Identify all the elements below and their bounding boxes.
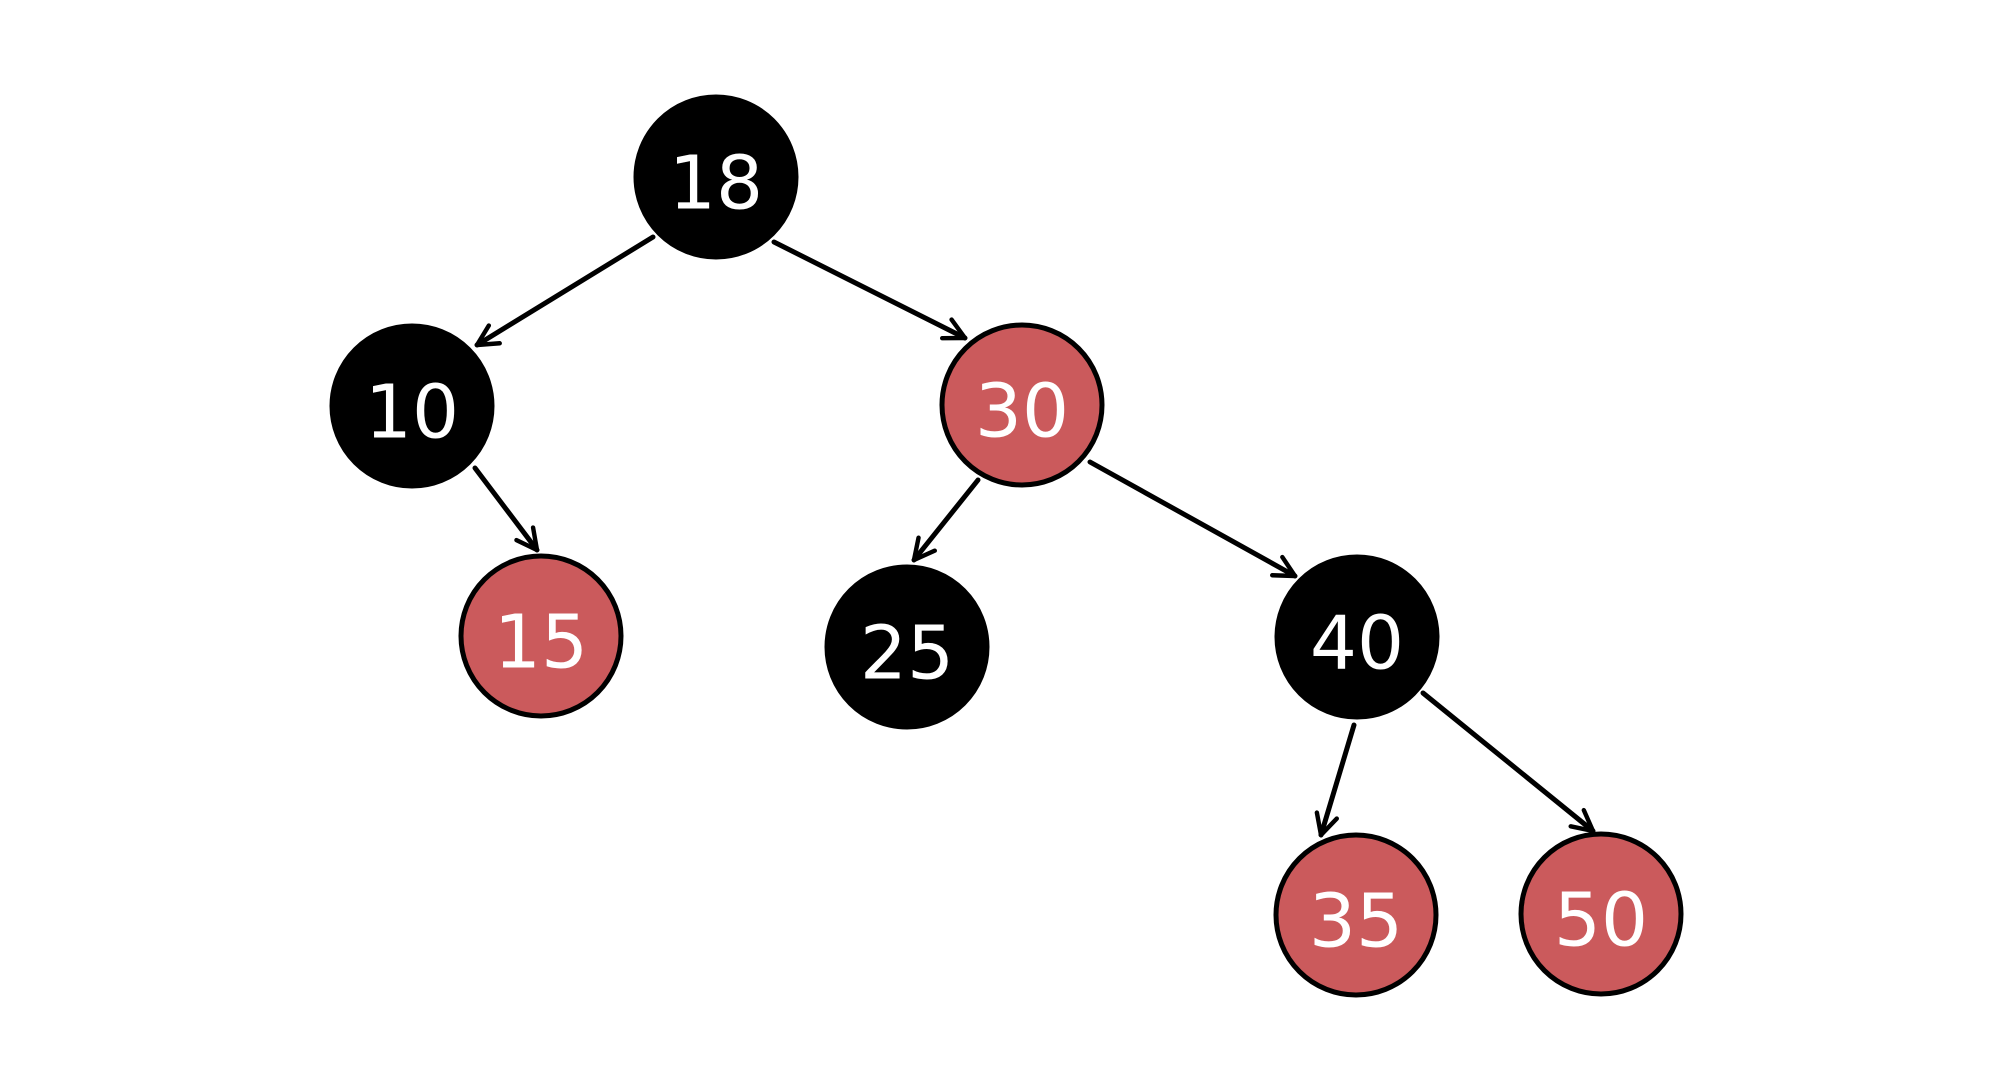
edge-40-to-50 [1420, 690, 1596, 834]
node-25-circle [824, 564, 990, 730]
node-40-circle [1274, 554, 1440, 720]
node-18-circle [633, 94, 799, 260]
tree-node-25: 25 [824, 564, 990, 730]
edge-30-to-25 [911, 477, 981, 563]
node-50-circle [1518, 831, 1684, 997]
tree-node-40: 40 [1274, 554, 1440, 720]
tree-node-18: 18 [633, 94, 799, 260]
edge-10-to-15 [472, 465, 540, 553]
node-15-circle [458, 553, 624, 719]
edges-layer [472, 234, 1596, 838]
tree-node-50: 50 [1518, 831, 1684, 997]
edge-18-to-10 [474, 234, 656, 348]
tree-node-30: 30 [939, 322, 1105, 488]
node-35-circle [1273, 832, 1439, 998]
node-10-circle [329, 323, 495, 489]
node-30-circle [939, 322, 1105, 488]
tree-node-10: 10 [329, 323, 495, 489]
edge-18-to-30 [771, 239, 968, 341]
edge-30-to-40 [1087, 459, 1298, 579]
edge-40-to-35 [1314, 722, 1357, 838]
tree-node-15: 15 [458, 553, 624, 719]
tree-node-35: 35 [1273, 832, 1439, 998]
